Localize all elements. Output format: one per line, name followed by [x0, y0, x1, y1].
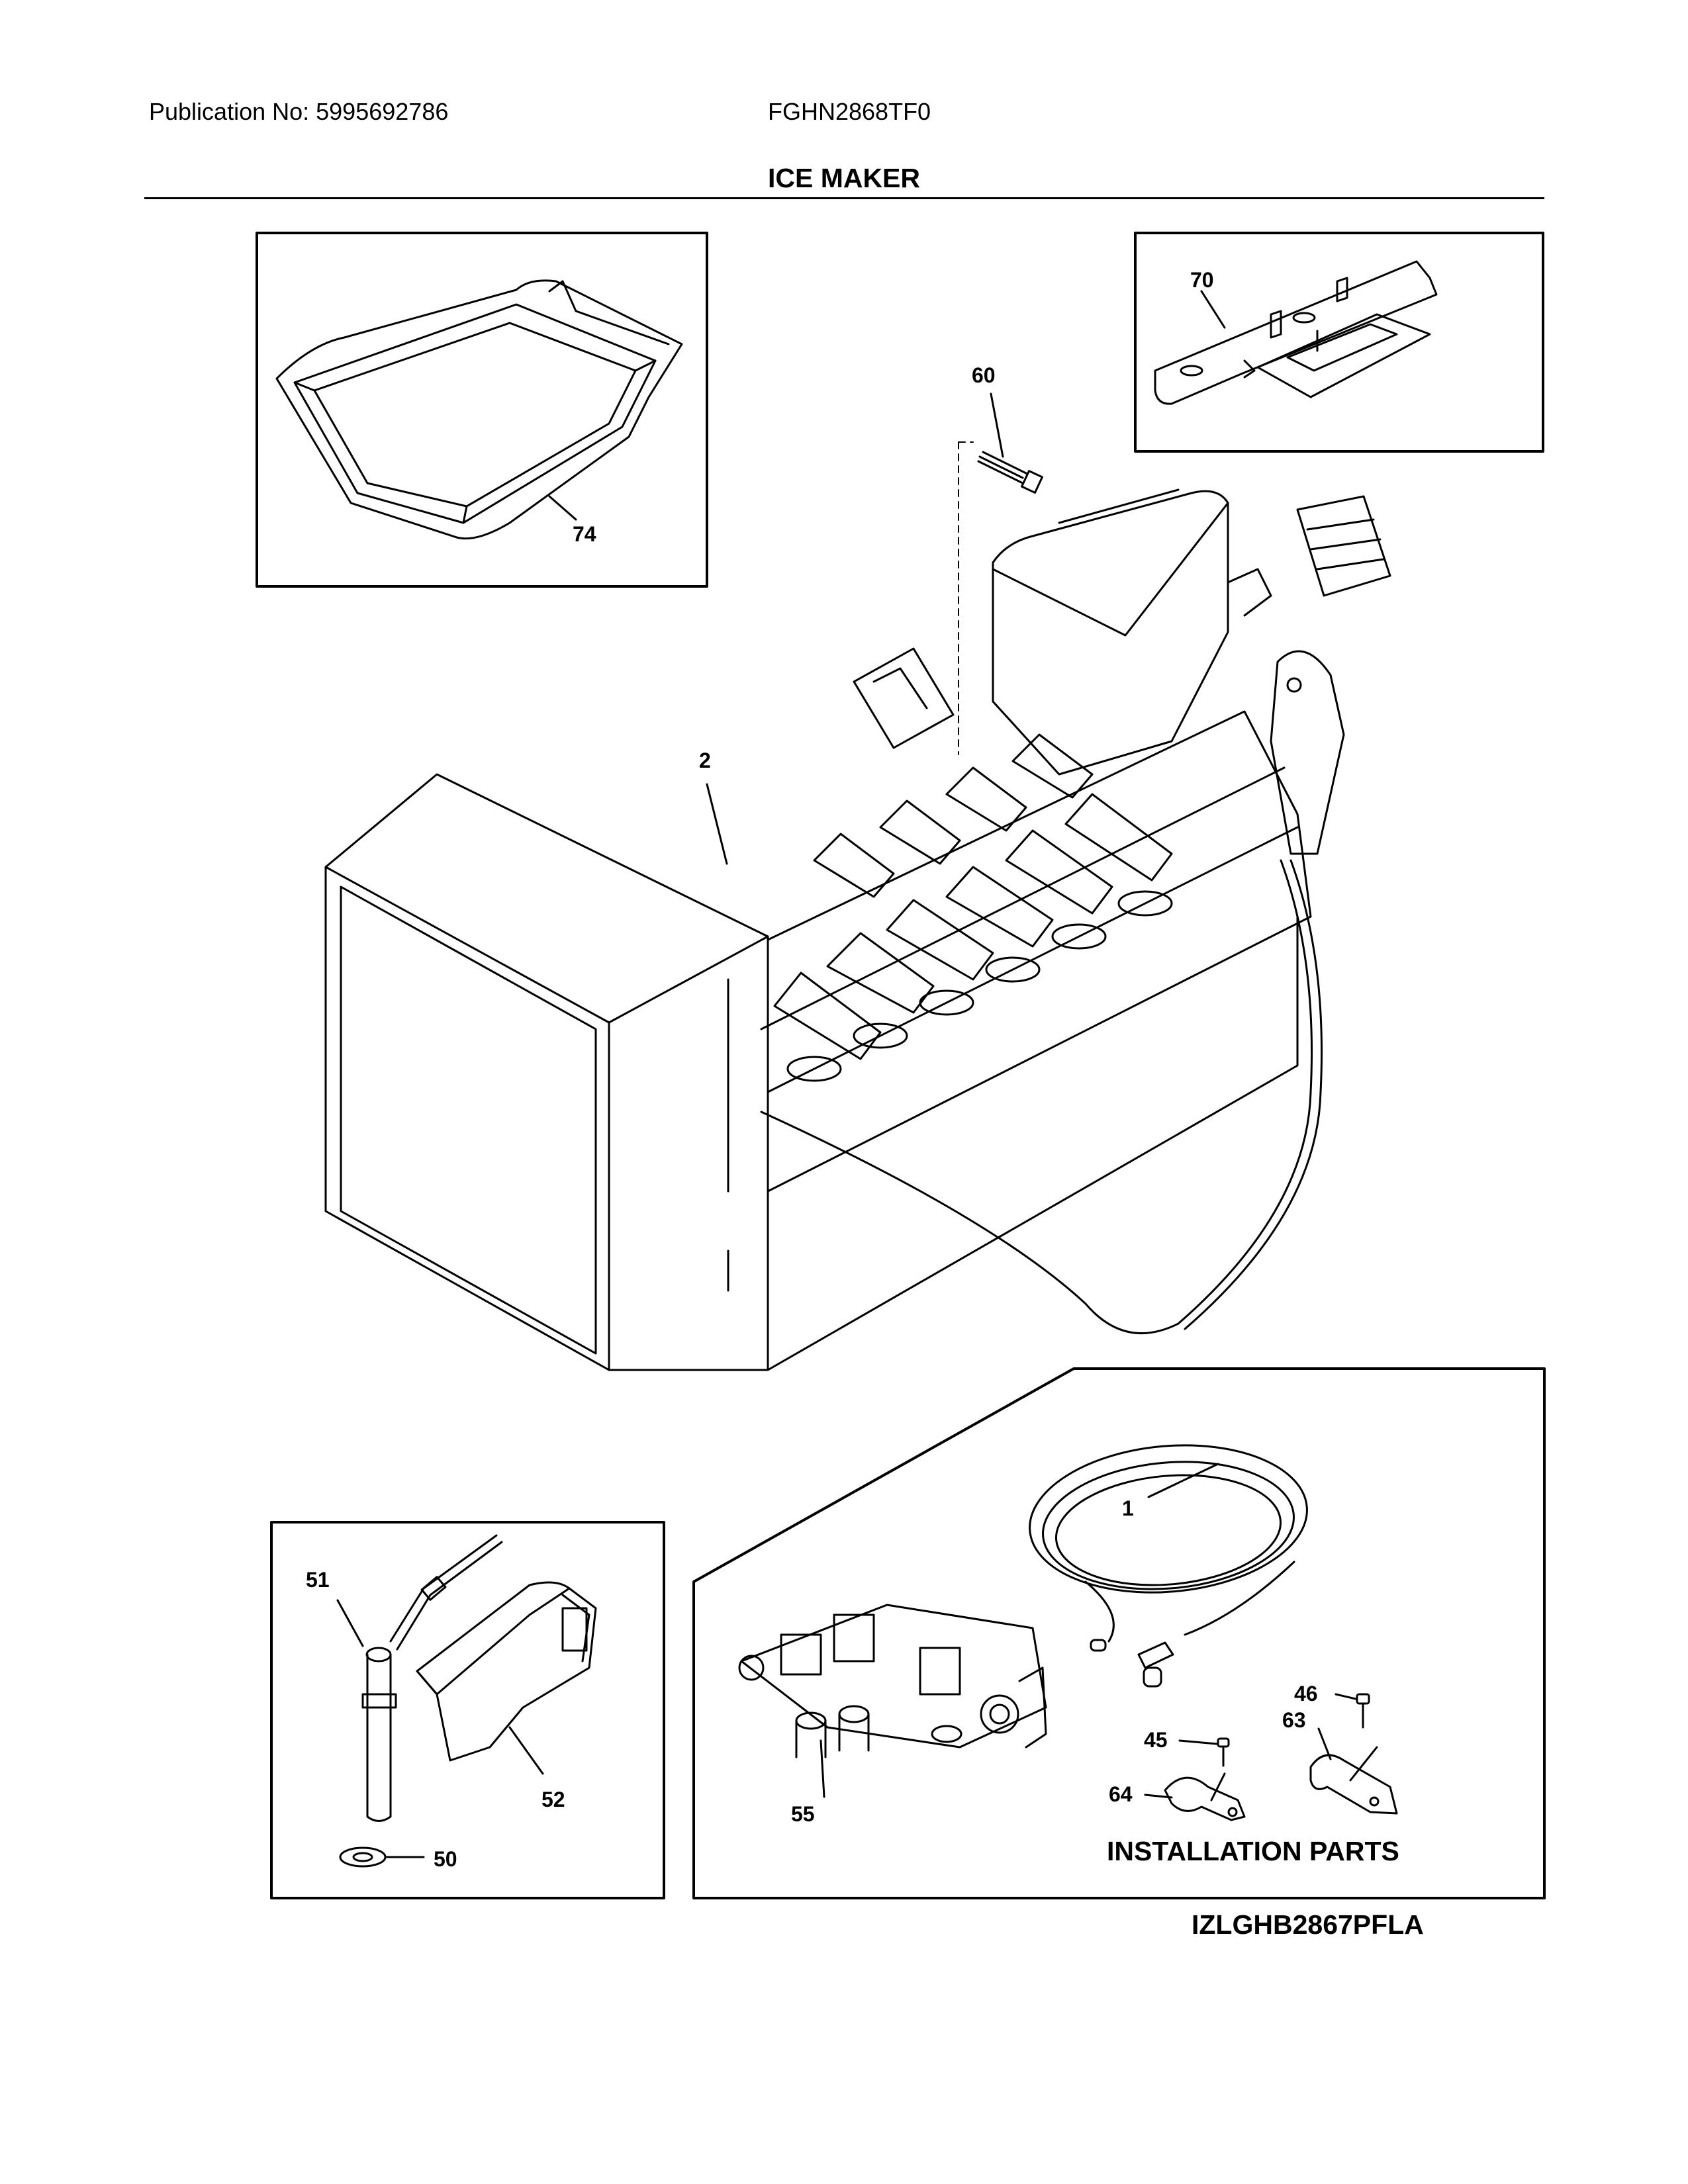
installation-box	[692, 1367, 1546, 1899]
callout-74: 74	[573, 522, 596, 546]
ice-container-drawing	[275, 279, 683, 540]
clamp-64-drawing	[1164, 1772, 1246, 1821]
leader-55	[820, 1739, 825, 1798]
leader-52	[508, 1726, 544, 1775]
ice-maker-assembly-drawing	[324, 488, 1391, 1371]
leader-46	[1335, 1693, 1357, 1700]
callout-52: 52	[541, 1788, 565, 1811]
callout-70: 70	[1190, 268, 1214, 292]
callout-45: 45	[1144, 1728, 1168, 1752]
fill-tube-box	[270, 1521, 665, 1899]
mounting-bracket-drawing	[1154, 260, 1438, 405]
callout-2: 2	[699, 749, 711, 772]
screw-45-drawing	[1217, 1737, 1230, 1767]
washer-drawing	[339, 1846, 387, 1868]
callout-60: 60	[972, 363, 996, 387]
leader-70	[1200, 290, 1226, 329]
leader-1	[1147, 1463, 1219, 1498]
leader-51	[336, 1599, 364, 1647]
callout-46: 46	[1294, 1682, 1318, 1706]
callout-64: 64	[1109, 1782, 1133, 1806]
water-tube-coil-drawing	[1029, 1444, 1308, 1688]
header-rule	[144, 197, 1544, 199]
fill-tube-drawing	[361, 1534, 503, 1822]
bracket-box	[1134, 232, 1544, 453]
screw-46-drawing	[1356, 1693, 1370, 1729]
callout-1: 1	[1122, 1496, 1134, 1520]
callout-63: 63	[1282, 1708, 1306, 1732]
leader-2	[706, 783, 728, 865]
callout-50: 50	[434, 1847, 457, 1871]
clamp-63-drawing	[1309, 1746, 1398, 1815]
callout-55: 55	[791, 1802, 815, 1826]
fill-cup-cover-drawing	[416, 1581, 597, 1762]
model-number: FGHN2868TF0	[768, 98, 931, 125]
diagram-code: IZLGHB2867PFLA	[1192, 1909, 1424, 1940]
water-valve-drawing	[738, 1604, 1047, 1758]
callout-51: 51	[306, 1568, 330, 1592]
leader-60	[990, 392, 1004, 458]
section-title: ICE MAKER	[767, 163, 921, 193]
leader-45	[1178, 1739, 1218, 1745]
leader-74	[548, 495, 577, 521]
installation-parts-label: INSTALLATION PARTS	[1107, 1836, 1399, 1866]
screw-drawing	[977, 451, 1043, 494]
publication-number: Publication No: 5995692786	[149, 98, 449, 125]
leader-64	[1144, 1794, 1173, 1799]
ice-container-box	[256, 232, 708, 588]
leader-63	[1317, 1727, 1332, 1760]
